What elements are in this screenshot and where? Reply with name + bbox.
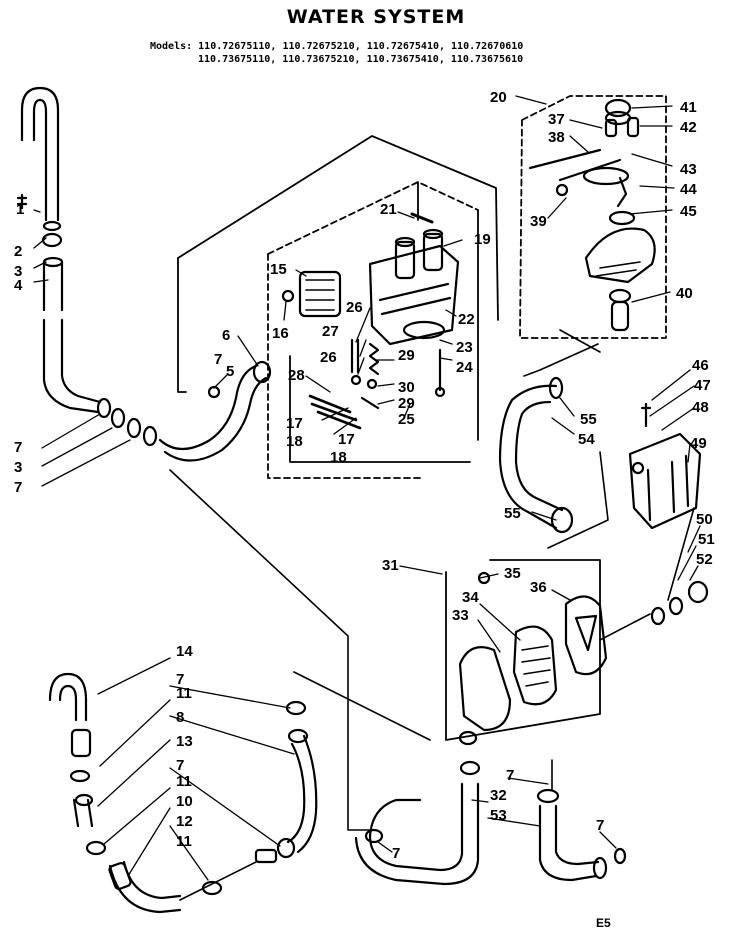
callout-39: 39	[530, 213, 547, 230]
callout-6: 6	[222, 327, 230, 344]
callout-33: 33	[452, 607, 469, 624]
model-numbers: Models: 110.72675110, 110.72675210, 110.…	[150, 40, 670, 66]
lower-left-hose-assembly	[48, 672, 318, 914]
callout-20: 20	[490, 89, 507, 106]
callout-7: 7	[14, 479, 22, 496]
connection-lines	[169, 329, 601, 831]
callout-8: 8	[176, 709, 184, 726]
filter-assembly	[458, 507, 709, 732]
callout-36: 36	[530, 579, 547, 596]
callout-44: 44	[680, 181, 697, 198]
callout-29: 29	[398, 395, 415, 412]
callout-7: 7	[176, 671, 184, 688]
callout-26: 26	[346, 299, 363, 316]
callout-48: 48	[692, 399, 709, 416]
callout-3: 3	[14, 459, 22, 476]
callout-7: 7	[214, 351, 222, 368]
callout-19: 19	[474, 231, 491, 248]
mounting-bracket	[628, 402, 702, 530]
callout-55: 55	[580, 411, 597, 428]
callout-4: 4	[14, 277, 23, 294]
callout-40: 40	[676, 285, 693, 302]
callout-16: 16	[272, 325, 289, 342]
callout-55: 55	[504, 505, 521, 522]
callout-53: 53	[490, 807, 507, 824]
valve-assembly-outline	[177, 135, 499, 479]
water-valve-body	[368, 212, 460, 398]
filter-assembly-outline	[445, 559, 601, 741]
callout-14: 14	[176, 643, 193, 660]
callout-41: 41	[680, 99, 697, 116]
solenoid-coil	[281, 270, 342, 318]
callout-18: 18	[286, 433, 303, 450]
callout-46: 46	[692, 357, 709, 374]
callout-11: 11	[176, 833, 192, 850]
callout-28: 28	[288, 367, 305, 384]
hose-54	[498, 343, 609, 549]
callout-31: 31	[382, 557, 399, 574]
leader-lines	[33, 95, 701, 881]
page-code: E5	[596, 916, 611, 930]
callout-15: 15	[270, 261, 287, 278]
callout-5: 5	[226, 363, 234, 380]
diagram-title: WATER SYSTEM	[286, 6, 466, 28]
callout-47: 47	[694, 377, 711, 394]
callout-23: 23	[456, 339, 473, 356]
callout-43: 43	[680, 161, 697, 178]
model-numbers-line-2: 110.73675110, 110.73675210, 110.73675410…	[198, 54, 524, 65]
callout-11: 11	[176, 773, 192, 790]
callout-18: 18	[330, 449, 347, 466]
callout-12: 12	[176, 813, 193, 830]
callout-13: 13	[176, 733, 193, 750]
callout-35: 35	[504, 565, 521, 582]
callout-7: 7	[596, 817, 604, 834]
callout-29: 29	[398, 347, 415, 364]
lower-right-hoses	[354, 730, 627, 886]
callout-3: 3	[14, 263, 22, 280]
callout-10: 10	[176, 793, 193, 810]
plunger-parts	[308, 338, 380, 430]
callout-42: 42	[680, 119, 697, 136]
callout-32: 32	[490, 787, 507, 804]
left-hose-assembly	[16, 86, 158, 447]
model-numbers-line-1: Models: 110.72675110, 110.72675210, 110.…	[150, 41, 524, 52]
callout-27: 27	[322, 323, 339, 340]
hose-6	[158, 360, 272, 462]
callout-54: 54	[578, 431, 595, 448]
callout-22: 22	[458, 311, 475, 328]
callout-37: 37	[548, 111, 565, 128]
pump-assembly-outline	[519, 95, 667, 339]
callout-25: 25	[398, 411, 415, 428]
callout-17: 17	[338, 431, 355, 448]
callout-51: 51	[698, 531, 715, 548]
callout-34: 34	[462, 589, 479, 606]
callout-7: 7	[506, 767, 514, 784]
pump-assembly	[528, 98, 656, 332]
callout-7: 7	[392, 845, 400, 862]
callout-49: 49	[690, 435, 707, 452]
callout-7: 7	[176, 757, 184, 774]
callout-26: 26	[320, 349, 337, 366]
callout-2: 2	[14, 243, 22, 260]
callout-21: 21	[380, 201, 397, 218]
callout-11: 11	[176, 685, 192, 702]
callout-45: 45	[680, 203, 697, 220]
callout-1: 1	[16, 201, 24, 218]
callout-17: 17	[286, 415, 303, 432]
callout-52: 52	[696, 551, 713, 568]
callout-50: 50	[696, 511, 713, 528]
callout-7: 7	[14, 439, 22, 456]
callout-24: 24	[456, 359, 473, 376]
callout-38: 38	[548, 129, 565, 146]
callout-30: 30	[398, 379, 415, 396]
